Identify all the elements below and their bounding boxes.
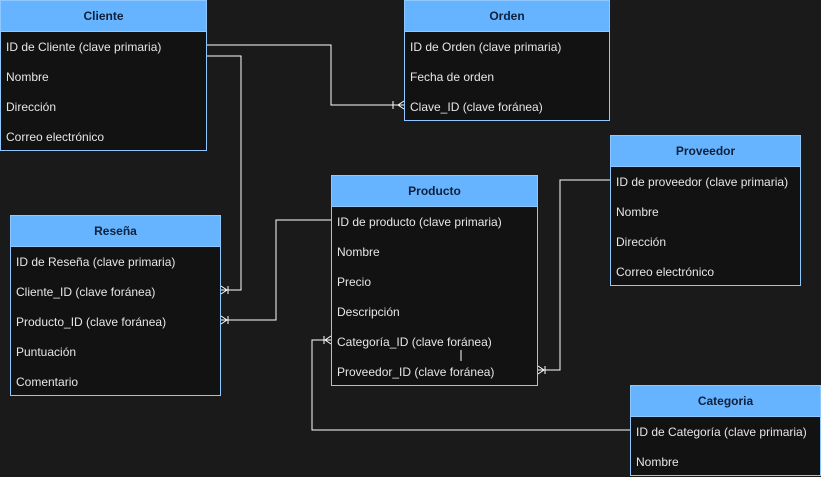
entity-title: Proveedor (611, 136, 800, 167)
entity-resena[interactable]: Reseña ID de Reseña (clave primaria) Cli… (10, 215, 221, 396)
field: Dirección (6, 100, 57, 114)
field: Precio (337, 275, 372, 289)
field: ID de Cliente (clave primaria) (6, 40, 162, 54)
entity-title: Categoria (631, 386, 820, 417)
field: Clave_ID (clave foránea) (410, 100, 543, 114)
field: Correo electrónico (6, 130, 105, 144)
field: ID de Categoría (clave primaria) (636, 425, 807, 439)
field: Correo electrónico (616, 265, 715, 279)
field: Nombre (6, 70, 49, 84)
entity-producto[interactable]: Producto ID de producto (clave primaria)… (331, 175, 538, 386)
field: Cliente_ID (clave foránea) (16, 285, 156, 299)
connector-producto-resena (221, 219, 331, 321)
entity-cliente[interactable]: Cliente ID de Cliente (clave primaria) N… (0, 0, 207, 151)
crowfoot-mark (537, 365, 545, 375)
entity-title: Orden (405, 1, 609, 32)
field: Comentario (16, 375, 79, 389)
entity-title: Producto (332, 176, 537, 207)
field: Proveedor_ID (clave foránea) (337, 365, 495, 379)
field: ID de producto (clave primaria) (337, 215, 502, 229)
field: Descripción (337, 305, 400, 319)
connector-cliente-orden (207, 44, 404, 106)
field: ID de proveedor (clave primaria) (616, 175, 789, 189)
entity-title: Reseña (11, 216, 220, 247)
connector-proveedor-producto (538, 179, 610, 371)
field: Nombre (636, 455, 679, 469)
field: Nombre (616, 205, 659, 219)
entity-proveedor[interactable]: Proveedor ID de proveedor (clave primari… (610, 135, 801, 286)
field: Fecha de orden (410, 70, 495, 84)
field: ID de Reseña (clave primaria) (16, 255, 176, 269)
field: ID de Orden (clave primaria) (410, 40, 562, 54)
entity-categoria[interactable]: Categoria ID de Categoría (clave primari… (630, 385, 821, 476)
crowfoot-mark (220, 315, 228, 325)
entity-title: Cliente (1, 1, 206, 32)
crowfoot-mark (220, 285, 228, 295)
field: Nombre (337, 245, 380, 259)
field: Producto_ID (clave foránea) (16, 315, 167, 329)
field: Categoría_ID (clave foránea) (337, 335, 492, 349)
entity-orden[interactable]: Orden ID de Orden (clave primaria) Fecha… (404, 0, 610, 121)
field: Puntuación (16, 345, 77, 359)
field: Dirección (616, 235, 667, 249)
